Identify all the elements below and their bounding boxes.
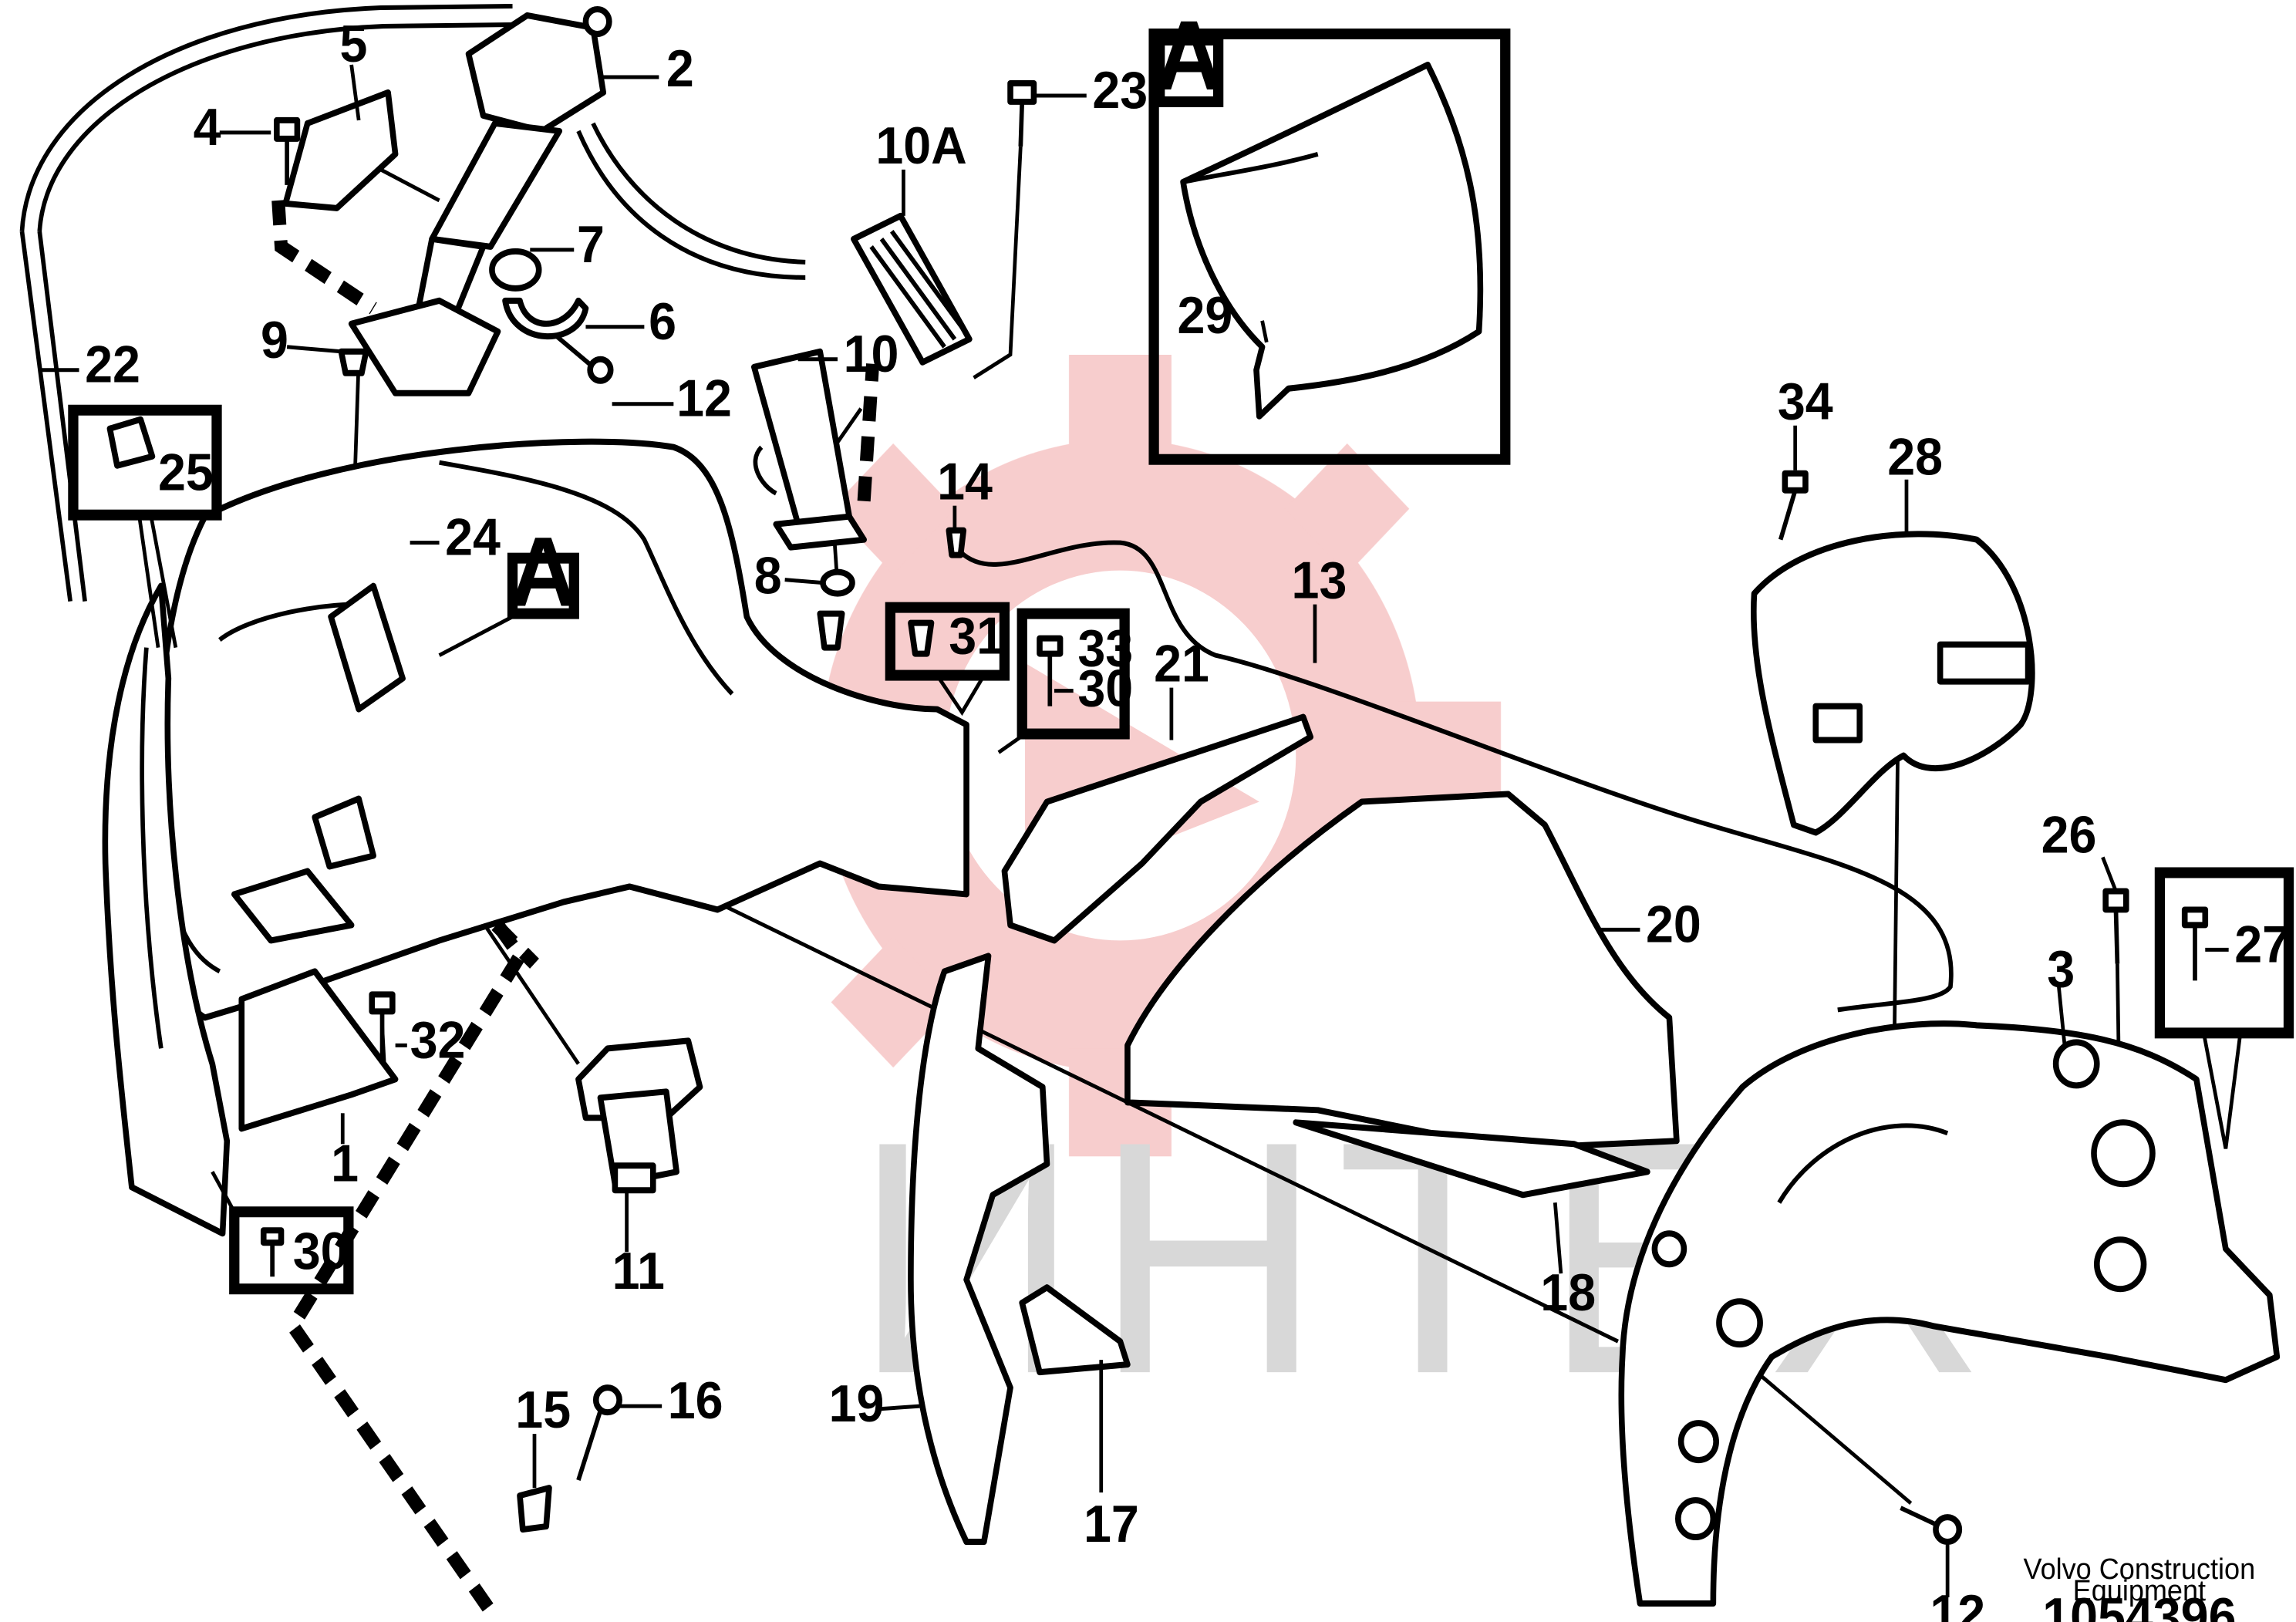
- part-10a-mat: [851, 212, 973, 366]
- callout-2: 2: [666, 39, 694, 98]
- doc-number: 1054396: [2042, 1587, 2236, 1622]
- callout-labels: 2 5 4 7 6 12 9 22 25 24 23 10A 10 14 8 3…: [41, 15, 2290, 1622]
- detail-a-label-box: A: [438, 518, 579, 657]
- callout-8: 8: [754, 547, 782, 605]
- callout-10: 10: [844, 325, 899, 383]
- bolt-26-icon: [2102, 888, 2129, 964]
- nut-9-icon: [338, 348, 369, 376]
- part-22-hose: [19, 3, 516, 602]
- part-6-7-clamp: [489, 248, 589, 340]
- part-21-panel: [1001, 713, 1314, 944]
- part-11-valve: [575, 1037, 703, 1194]
- part-19-trim: [908, 953, 1050, 1546]
- callout-30b: 30: [1077, 659, 1133, 718]
- callout-30a: 30: [293, 1222, 349, 1281]
- callout-32: 32: [410, 1011, 466, 1070]
- callout-23: 23: [1092, 61, 1148, 120]
- callout-3: 3: [2047, 940, 2075, 999]
- callout-21: 21: [1154, 635, 1209, 693]
- callout-13: 13: [1292, 551, 1347, 610]
- part-13-cable: [959, 540, 1954, 1013]
- detail-a-letter: A: [1155, 1, 1223, 111]
- callout-5: 5: [339, 15, 367, 73]
- clip-14-icon: [946, 527, 967, 558]
- callout-25: 25: [158, 443, 214, 502]
- nut-8-icon: [817, 568, 855, 651]
- callout-24: 24: [445, 508, 501, 567]
- detail-a-label-letter: A: [510, 518, 578, 628]
- part-3-console: [1618, 1020, 2281, 1607]
- credit-line-1: Volvo Construction: [2024, 1552, 2256, 1585]
- callout-20: 20: [1646, 895, 1701, 954]
- detail-a-frame: A: [1148, 1, 1511, 465]
- callout-10a: 10A: [875, 116, 966, 175]
- callout-31: 31: [949, 607, 1004, 666]
- bolt-23-icon: [1007, 79, 1037, 147]
- callout-12a: 12: [676, 369, 732, 428]
- fasteners: [274, 79, 2129, 1546]
- callout-box-33-30: [997, 608, 1130, 754]
- bolt-34-icon: [1778, 470, 1809, 541]
- callout-7: 7: [577, 215, 605, 274]
- part-10-pedal: [750, 348, 867, 551]
- bolt-16-icon: [576, 1384, 622, 1482]
- callout-box-25: [68, 404, 222, 649]
- callout-18: 18: [1540, 1264, 1596, 1323]
- left-side-panel: [102, 582, 231, 1237]
- nut-15-icon: [517, 1485, 552, 1533]
- part-18-plate: [1293, 1119, 1650, 1199]
- bolt-4-icon: [274, 116, 301, 185]
- callout-15: 15: [515, 1381, 571, 1440]
- callout-11: 11: [612, 1243, 665, 1301]
- callout-box-30a: [211, 1171, 354, 1295]
- bolt-12b-icon: [1900, 1506, 1963, 1546]
- callout-33: 33: [1077, 619, 1133, 678]
- callout-box-31: [885, 602, 1010, 717]
- callout-16: 16: [668, 1372, 723, 1431]
- part-2-lever: [348, 5, 806, 396]
- callout-29: 29: [1177, 286, 1232, 345]
- callout-box-27: [2154, 867, 2294, 1149]
- part-1-floor-panel: [154, 438, 969, 1132]
- bolt-12-icon: [555, 334, 614, 384]
- callout-14: 14: [937, 453, 993, 511]
- part-20-panel: [1124, 791, 1680, 1152]
- callout-22: 22: [85, 336, 140, 394]
- callout-28: 28: [1887, 428, 1943, 487]
- callout-1: 1: [331, 1135, 359, 1193]
- callout-19: 19: [829, 1375, 885, 1434]
- callout-17: 17: [1084, 1496, 1139, 1554]
- callout-27: 27: [2234, 916, 2290, 974]
- credit-block: Volvo Construction Equipment 1054396: [2024, 1552, 2256, 1622]
- callout-34: 34: [1778, 373, 1833, 431]
- callout-6: 6: [649, 292, 676, 351]
- callout-26: 26: [2041, 806, 2097, 865]
- credit-line-2: Equipment: [2073, 1573, 2207, 1607]
- part-17-trim: [1019, 1284, 1131, 1376]
- callout-9: 9: [261, 311, 288, 369]
- callout-12b: 12: [1930, 1584, 1985, 1622]
- part-28-dash-cover: [1751, 531, 2035, 836]
- part-5-bracket: [282, 89, 399, 211]
- callout-4: 4: [194, 98, 221, 157]
